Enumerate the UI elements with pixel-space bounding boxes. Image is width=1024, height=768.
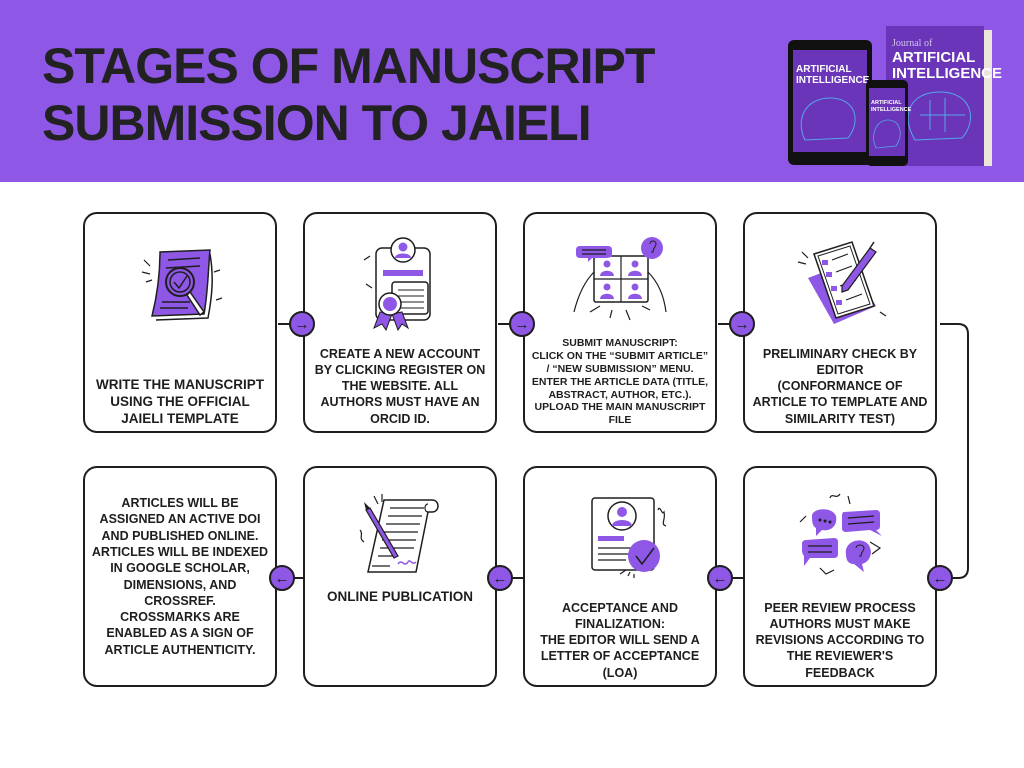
header-banner: STAGES OF MANUSCRIPT SUBMISSION TO JAIEL… [0,0,1024,182]
step-text: CREATE A NEW ACCOUNT BY CLICKING REGISTE… [314,346,486,426]
book-journal-prefix: Journal of [892,38,933,49]
profile-certificate-icon [363,237,431,332]
step-text: PEER REVIEW PROCESS AUTHORS MUST MAKE RE… [751,600,929,681]
title-line-1: STAGES OF MANUSCRIPT [42,38,655,94]
page-title: STAGES OF MANUSCRIPT SUBMISSION TO JAIEL… [42,38,655,152]
step-text-line: THE EDITOR WILL SEND A LETTER OF ACCEPTA… [540,633,700,680]
arrow-left-icon: ← [487,565,513,591]
step-text: WRITE THE MANUSCRIPT USING THE OFFICIAL … [96,377,264,426]
arrow-left-icon: ← [269,565,295,591]
book-title-line-1: ARTIFICIAL [892,49,975,66]
step-text-line: ACCEPTANCE AND FINALIZATION: [562,600,678,631]
step-text-line: PEER REVIEW PROCESS [764,600,916,615]
step-text-line: UPLOAD THE MAIN MANUSCRIPT FILE [534,401,706,427]
step-text-line: AUTHORS MUST MAKE REVISIONS ACCORDING TO… [755,616,925,680]
step-text: ACCEPTANCE AND FINALIZATION: THE EDITOR … [531,600,709,681]
arrow-right-icon: → [729,311,755,337]
arrow-right-icon: → [509,311,535,337]
step-text: ARTICLES WILL BE ASSIGNED AN ACTIVE DOI … [91,468,269,685]
arrow-left-icon: ← [927,565,953,591]
step-text-line: ENTER THE ARTICLE DATA (TITLE, ABSTRACT,… [531,375,709,401]
svg-text:ARTIFICIAL: ARTIFICIAL [796,64,852,75]
step-text-line: (CONFORMANCE OF ARTICLE TO TEMPLATE AND … [752,379,928,426]
step-text-line: CLICK ON THE “SUBMIT ARTICLE” / “NEW SUB… [531,350,709,376]
clipboard-checklist-icon [797,241,887,324]
journal-mockup-image: Journal of ARTIFICIAL INTELLIGENCE ARTIF… [788,26,1002,166]
arrow-left-icon: ← [707,565,733,591]
svg-text:ARTIFICIAL: ARTIFICIAL [871,100,902,106]
step-text-line: ARTICLES WILL BE ASSIGNED AN ACTIVE DOI … [99,496,261,543]
acceptance-letter-icon [591,497,667,578]
step-card-1: WRITE THE MANUSCRIPT USING THE OFFICIAL … [83,212,277,433]
svg-text:INTELLIGENCE: INTELLIGENCE [796,75,870,86]
tablet-video-call-icon [573,237,667,321]
title-line-2: SUBMISSION TO JAIELI [42,95,592,151]
step-text: PRELIMINARY CHECK BY EDITOR (CONFORMANCE… [751,346,929,427]
step-text-line: ARTICLES WILL BE INDEXED IN GOOGLE SCHOL… [91,544,269,608]
step-card-6: ACCEPTANCE AND FINALIZATION: THE EDITOR … [523,466,717,687]
document-magnifier-icon [141,249,223,321]
step-text: SUBMIT MANUSCRIPT: CLICK ON THE “SUBMIT … [531,337,709,427]
step-card-7: ONLINE PUBLICATION [303,466,497,687]
step-text-line: CROSSMARKS ARE ENABLED AS A SIGN OF ARTI… [104,610,256,657]
book-title-line-2: INTELLIGENCE [892,65,1002,82]
step-card-2: CREATE A NEW ACCOUNT BY CLICKING REGISTE… [303,212,497,433]
step-card-8: ARTICLES WILL BE ASSIGNED AN ACTIVE DOI … [83,466,277,687]
connector-4-5 [940,323,969,579]
chat-bubbles-icon [799,493,882,575]
signed-scroll-icon [359,494,439,573]
step-card-3: SUBMIT MANUSCRIPT: CLICK ON THE “SUBMIT … [523,212,717,433]
svg-text:INTELLIGENCE: INTELLIGENCE [871,107,912,113]
step-card-5: PEER REVIEW PROCESS AUTHORS MUST MAKE RE… [743,466,937,687]
step-text: ONLINE PUBLICATION [327,589,473,604]
step-text-line: SUBMIT MANUSCRIPT: [562,337,678,350]
step-text-line: PRELIMINARY CHECK BY EDITOR [762,346,918,377]
step-card-4: PRELIMINARY CHECK BY EDITOR (CONFORMANCE… [743,212,937,433]
arrow-right-icon: → [289,311,315,337]
